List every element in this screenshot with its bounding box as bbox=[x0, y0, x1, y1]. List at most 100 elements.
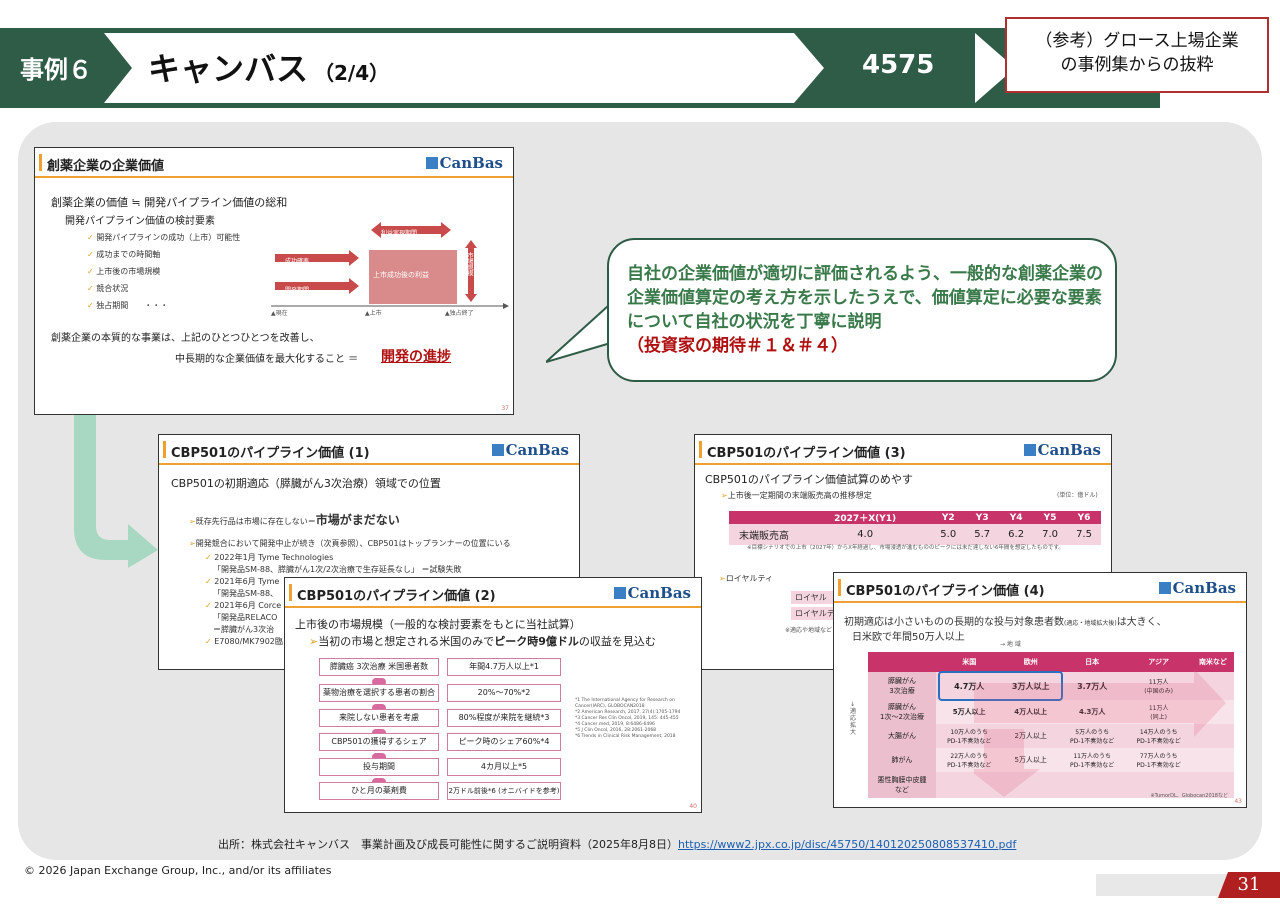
flow-right-6: 2万ドル前後*6 (オニバイドを参考) bbox=[447, 782, 561, 800]
multiply-icon bbox=[372, 704, 386, 712]
slide-pipeline-value-1: CBP501のパイプライン価値 (1) CanBas CBP501の初期適応（膵… bbox=[158, 434, 580, 670]
slide2-item-3: ✓ 2021年6月 Tyme bbox=[205, 577, 280, 586]
slide2-item-6: 「開発品RELACO bbox=[213, 613, 278, 622]
flow-left-4: CBP501の獲得するシェア bbox=[319, 733, 439, 751]
slide1-item-4: ✓ 競合状況 bbox=[87, 284, 129, 293]
slide4-heading: CBP501のパイプライン価値試算のめやす bbox=[705, 473, 913, 486]
slide2-line1: ➢既存先行品は市場に存在しない＝市場がまだない bbox=[189, 513, 400, 527]
value-diagram bbox=[271, 222, 509, 309]
slide2-item-5: ✓ 2021年6月 Corce bbox=[205, 601, 282, 610]
slide1-item-1: ✓ 開発パイプラインの成功（上市）可能性 bbox=[87, 233, 241, 242]
slide-pipeline-value-4: CBP501のパイプライン価値 (4) CanBas 初期適応は小さいものの長期… bbox=[833, 572, 1247, 808]
slide5-heading-2: 日米欧で年間50万人以上 bbox=[852, 632, 965, 643]
slide4-royalty: ➢ロイヤルティ bbox=[719, 574, 773, 583]
flow-right-3: 80%程度が来院を継続*3 bbox=[447, 709, 561, 727]
canbas-logo: CanBas bbox=[491, 441, 569, 459]
flow-left-1: 膵臓癌 3次治療 米国患者数 bbox=[319, 658, 439, 676]
reference-line-1: （参考）グロース上場企業 bbox=[1035, 31, 1239, 51]
callout-message: 自社の企業価値が適切に評価されるよう、一般的な創薬企業の企業価値算定の考え方を示… bbox=[627, 264, 1103, 332]
copyright: © 2026 Japan Exchange Group, Inc., and/o… bbox=[24, 864, 332, 877]
slide3-page: 40 bbox=[689, 803, 697, 810]
case-label: 事例６ bbox=[20, 56, 92, 84]
slide2-item-1: ✓ 2022年1月 Tyme Technologies bbox=[205, 553, 334, 562]
label-exclusivity-end: ▲独占終了 bbox=[445, 310, 474, 317]
slide-pipeline-value-2: CBP501のパイプライン価値 (2) CanBas 上市後の市場規模（一般的な… bbox=[284, 577, 702, 813]
slide5-heading: 初期適応は小さいものの長期的な投与対象患者数(適応・地域拡大後)は大きく、 bbox=[844, 617, 1167, 628]
slide3-title: CBP501のパイプライン価値 (2) bbox=[285, 578, 701, 608]
flow-left-2: 薬物治療を選択する患者の割合 bbox=[319, 684, 439, 702]
reference-line-2: の事例集からの抜粋 bbox=[1060, 55, 1214, 75]
slide1-sub1: 開発パイプライン価値の検討要素 bbox=[65, 216, 215, 227]
callout-bubble bbox=[607, 238, 1117, 382]
slide4-footnote: ※適応や地域など bbox=[785, 627, 833, 634]
page-title: キャンバス（2/4） bbox=[148, 44, 389, 90]
header-title-area bbox=[104, 33, 824, 103]
slide1-item-2: ✓ 成功までの時間軸 bbox=[87, 250, 161, 259]
slide3-notes: *1 The International Agency for Research… bbox=[575, 698, 681, 739]
royalty-row-1: ロイヤル bbox=[791, 591, 835, 604]
label-now: ▲現在 bbox=[271, 310, 288, 317]
canbas-logo: CanBas bbox=[425, 154, 503, 172]
source-text: 出所：株式会社キャンバス 事業計画及び成長可能性に関するご説明資料（2025年8… bbox=[218, 838, 678, 851]
stock-code: 4575 bbox=[862, 50, 935, 80]
flow-right-5: 4カ月以上*5 bbox=[447, 758, 561, 776]
flow-left-6: ひと月の薬剤費 bbox=[319, 782, 439, 800]
page-number: 31 bbox=[1218, 872, 1280, 898]
flow-right-4: ピーク時のシェア60%*4 bbox=[447, 733, 561, 751]
slide1-bullet2: 創薬企業の本質的な事業は、上記のひとつひとつを改善し、 bbox=[51, 333, 320, 344]
slide4-title: CBP501のパイプライン価値 (3) bbox=[695, 435, 1111, 465]
slide2-heading: CBP501の初期適応（膵臓がん3次治療）領域での位置 bbox=[171, 477, 441, 490]
slide1-item-3: ✓ 上市後の市場規模 bbox=[87, 267, 161, 276]
company-name: キャンバス bbox=[148, 50, 309, 88]
flow-right-1: 年間4.7万人以上*1 bbox=[447, 658, 561, 676]
slide1-bullet2b: 中長期的な企業価値を最大化すること ＝ bbox=[175, 354, 359, 365]
expansion-arrows bbox=[974, 669, 1226, 797]
label-dev-period: 開発期間 bbox=[285, 287, 310, 294]
label-success-rate: 成功確率 bbox=[285, 258, 310, 265]
slide3-heading: 上市後の市場規模（一般的な検討要素をもとに当社試算） bbox=[295, 618, 581, 631]
slide2-item-7: ＝膵臓がん3次治 bbox=[213, 625, 275, 634]
slide5-title: CBP501のパイプライン価値 (4) bbox=[834, 573, 1246, 603]
region-label: → 地 域 bbox=[1000, 641, 1021, 648]
patients-table-head: 米国欧州日本アジア南米など bbox=[868, 652, 1234, 672]
slide4-unit: (単位：億ドル) bbox=[1057, 492, 1098, 499]
source-link[interactable]: https://www2.jpx.co.jp/disc/45750/140120… bbox=[678, 838, 1017, 851]
multiply-icon bbox=[372, 678, 386, 686]
slide1-title: 創薬企業の企業価値 bbox=[35, 148, 513, 178]
reference-box: （参考）グロース上場企業 の事例集からの抜粋 bbox=[1005, 17, 1269, 93]
label-launch: ▲上市 bbox=[365, 310, 382, 317]
slide5-source: ※TumorDL、Globocan2018など bbox=[1150, 793, 1228, 799]
slide2-item-8: ✓ E7080/MK7902臨 bbox=[205, 637, 283, 646]
slide4-sub: ➢上市後一定期間の末端販売高の推移想定 bbox=[721, 491, 872, 500]
page-count: （2/4） bbox=[314, 61, 390, 85]
patients-row: 悪性胸膜中皮腫 など bbox=[868, 772, 1234, 798]
expand-label: ↓ 適 応 拡 大 bbox=[850, 701, 857, 736]
canbas-logo: CanBas bbox=[1158, 579, 1236, 597]
label-post-launch-profit: 上市成功後の利益 bbox=[373, 271, 429, 279]
multiply-icon bbox=[372, 753, 386, 761]
highlight-frame bbox=[938, 671, 1063, 701]
slide2-title: CBP501のパイプライン価値 (1) bbox=[159, 435, 579, 465]
canbas-logo: CanBas bbox=[613, 584, 691, 602]
slide-corporate-value: 創薬企業の企業価値 CanBas 創薬企業の価値 ≒ 開発パイプライン価値の総和… bbox=[34, 147, 514, 415]
slide4-note: ※目標シナリオでの上市（2027年）からX年経過し、市場浸透が進むもののピークに… bbox=[747, 545, 1064, 551]
slide2-item-2: 「開発品SM-88、膵臓がん1次/2次治療で生存延長なし」 ＝試験失敗 bbox=[213, 565, 462, 574]
slide3-sub: ➢当初の市場と想定される米国のみでピーク時9億ドルの収益を見込む bbox=[309, 635, 656, 648]
source-citation: 出所：株式会社キャンバス 事業計画及び成長可能性に関するご説明資料（2025年8… bbox=[218, 836, 1016, 852]
slide1-page: 37 bbox=[501, 405, 509, 412]
slide2-line2: ➢開発競合において開発中止が続き（次頁参照）、CBP501はトップランナーの位置… bbox=[189, 539, 511, 548]
royalty-row-2: ロイヤルテ bbox=[791, 607, 835, 620]
flow-left-5: 投与期間 bbox=[319, 758, 439, 776]
slide5-page: 43 bbox=[1234, 798, 1242, 805]
slide1-item-5: ✓ 独占期間 ・・・ bbox=[87, 301, 169, 310]
flow-arrow bbox=[74, 414, 158, 568]
label-market-size: 市場規模 bbox=[466, 252, 473, 276]
callout-emphasis: （投資家の期待＃１＆＃４） bbox=[627, 336, 848, 356]
